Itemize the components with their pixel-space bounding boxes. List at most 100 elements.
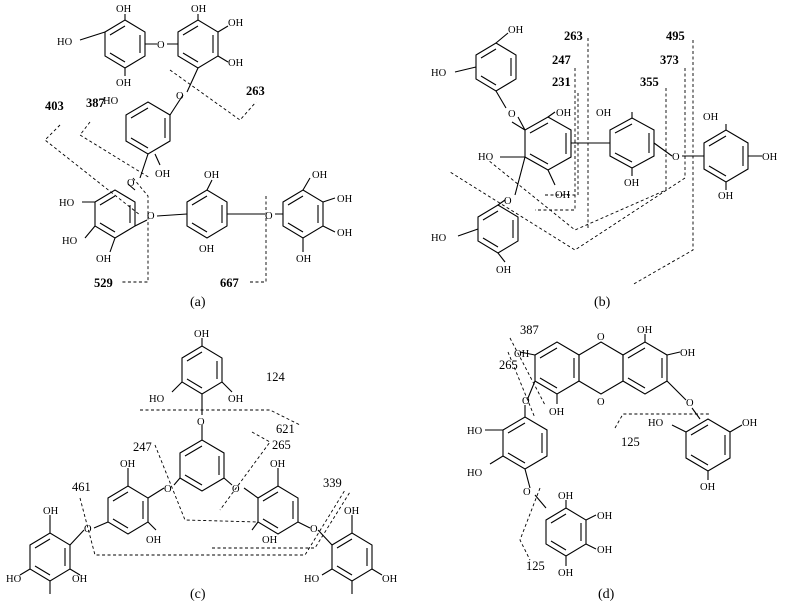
oh-label: OH bbox=[270, 459, 286, 470]
fragmentation-line bbox=[79, 489, 346, 556]
oh-label: OH bbox=[700, 482, 716, 493]
ring bbox=[186, 189, 228, 239]
oh-label: OH bbox=[199, 244, 215, 255]
oh-label: OH bbox=[555, 190, 571, 201]
panel-b: OH HO O OH HO OH OH OH O OH OH OH O HO O… bbox=[431, 25, 778, 310]
ether-o-label: O bbox=[504, 196, 512, 207]
oh-label: OH bbox=[597, 545, 613, 556]
fragment-label: 265 bbox=[272, 438, 291, 452]
fragmentation-line bbox=[79, 121, 151, 179]
fragment-label: 403 bbox=[45, 99, 64, 113]
oh-label: OH bbox=[43, 506, 59, 517]
fragmentation-line bbox=[44, 124, 141, 216]
oh-label: OH bbox=[228, 58, 244, 69]
fragment-label: 125 bbox=[621, 435, 640, 449]
oh-label: OH bbox=[337, 228, 353, 239]
fragment-label: 339 bbox=[323, 476, 342, 490]
fragmentation-line bbox=[507, 351, 536, 419]
panel-a: OH HO OH O OH OH OH O HO OH O HO HO OH O… bbox=[44, 4, 353, 310]
ring bbox=[534, 341, 580, 395]
ring bbox=[257, 485, 299, 535]
ring bbox=[703, 129, 749, 183]
ether-o-label: O bbox=[310, 524, 318, 535]
oh-label: OH bbox=[194, 329, 210, 340]
oh-label: OH bbox=[703, 112, 719, 123]
fragmentation-line bbox=[219, 431, 271, 511]
oh-label: OH bbox=[514, 349, 530, 360]
ether-o-label: O bbox=[157, 40, 165, 51]
fragment-label: 667 bbox=[220, 276, 239, 290]
fragmentation-line bbox=[631, 40, 694, 286]
ether-o-label: O bbox=[147, 211, 155, 222]
ether-o-label: O bbox=[265, 211, 273, 222]
oh-label: OH bbox=[146, 535, 162, 546]
fragmentation-line bbox=[519, 487, 541, 561]
oh-label: OH bbox=[596, 108, 612, 119]
ether-o-label: O bbox=[672, 152, 680, 163]
oh-label: HO bbox=[57, 37, 73, 48]
fragment-label: 461 bbox=[72, 480, 91, 494]
oh-label: HO bbox=[478, 152, 494, 163]
oh-label: OH bbox=[116, 4, 132, 15]
oh-label: HO bbox=[62, 236, 78, 247]
panel-label: (b) bbox=[594, 295, 611, 310]
fragment-label: 495 bbox=[666, 29, 685, 43]
ring bbox=[29, 532, 71, 582]
ether-o-label: O bbox=[522, 396, 530, 407]
ring bbox=[331, 532, 373, 582]
oh-label: OH bbox=[597, 511, 613, 522]
oh-label: OH bbox=[204, 170, 220, 181]
fragmentation-line bbox=[169, 69, 257, 121]
oh-label: OH bbox=[262, 535, 278, 546]
fragment-label: 387 bbox=[86, 96, 105, 110]
ring bbox=[181, 345, 223, 395]
ether-o-label: O bbox=[84, 524, 92, 535]
oh-label: HO bbox=[431, 68, 447, 79]
ring bbox=[475, 42, 517, 92]
ether-o-label: O bbox=[164, 484, 172, 495]
ring bbox=[104, 19, 146, 69]
ring bbox=[282, 189, 324, 239]
oh-label: OH bbox=[337, 194, 353, 205]
fragment-label: 231 bbox=[552, 75, 571, 89]
fragment-label: 373 bbox=[660, 53, 679, 67]
structure-b: OH HO O OH HO OH OH OH O OH OH OH O HO O… bbox=[431, 25, 778, 276]
ring bbox=[94, 189, 136, 239]
ether-o-label: O bbox=[232, 484, 240, 495]
oh-label: HO bbox=[467, 468, 483, 479]
fragment-label: 355 bbox=[640, 75, 659, 89]
oh-label: HO bbox=[6, 574, 22, 585]
ring bbox=[578, 341, 624, 395]
fragment-label: 247 bbox=[133, 440, 152, 454]
oh-label: OH bbox=[558, 568, 574, 579]
panel-label: (d) bbox=[598, 587, 615, 602]
ether-o-label: O bbox=[597, 397, 605, 408]
ring bbox=[125, 101, 171, 155]
oh-label: OH bbox=[228, 394, 244, 405]
fragment-label: 263 bbox=[246, 84, 265, 98]
fragment-label: 125 bbox=[526, 559, 545, 573]
oh-label: OH bbox=[496, 265, 512, 276]
ether-o-label: O bbox=[197, 417, 205, 428]
fragmentation-line bbox=[487, 88, 667, 231]
oh-label: OH bbox=[762, 152, 778, 163]
fragmentation-line bbox=[614, 413, 710, 429]
oh-label: OH bbox=[120, 459, 136, 470]
oh-label: HO bbox=[149, 394, 165, 405]
ring bbox=[524, 116, 572, 171]
fragmentation-line bbox=[509, 337, 546, 406]
fragment-label: 247 bbox=[552, 53, 571, 67]
fragmentation-line bbox=[154, 444, 259, 523]
oh-label: HO bbox=[648, 418, 664, 429]
oh-label: OH bbox=[556, 108, 572, 119]
fragment-label: 529 bbox=[94, 276, 113, 290]
oh-label: OH bbox=[508, 25, 524, 36]
oh-label: OH bbox=[72, 574, 88, 585]
oh-label: HO bbox=[59, 198, 75, 209]
fragmentation-line bbox=[535, 68, 576, 211]
oh-label: OH bbox=[680, 348, 696, 359]
structure-d: O O OH OH OH OH O O HO HO O OH OH OH OH … bbox=[467, 325, 758, 579]
ether-o-label: O bbox=[523, 487, 531, 498]
fragmentation-line bbox=[122, 177, 149, 283]
